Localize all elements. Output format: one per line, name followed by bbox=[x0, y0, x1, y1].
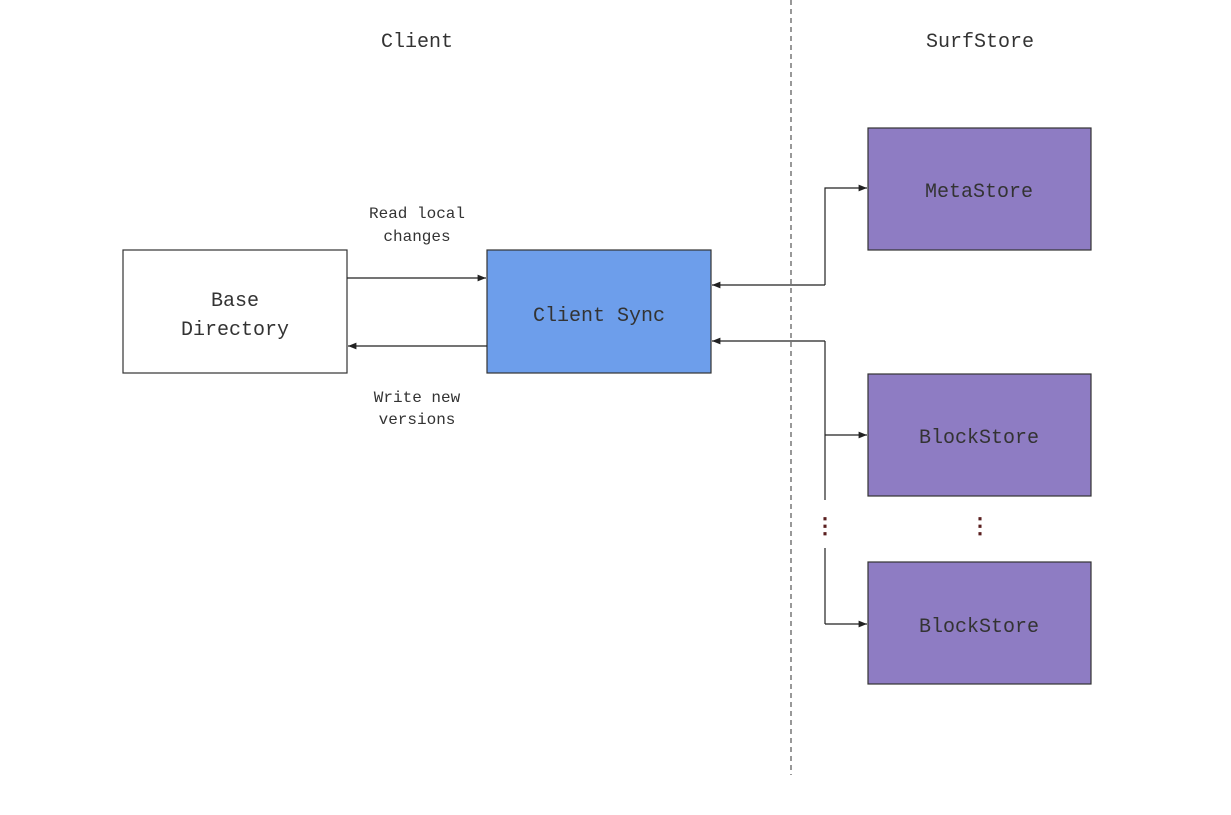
base-directory-node: Base Directory bbox=[122, 249, 348, 374]
client-section-label: Client bbox=[381, 31, 453, 54]
base-directory-label-line1: Base bbox=[211, 290, 259, 313]
blockstore-node: BlockStore bbox=[867, 373, 1092, 497]
connector-ellipsis: ⋮ bbox=[814, 515, 836, 540]
blockstore-node: BlockStore bbox=[867, 561, 1092, 685]
blockstore-ellipsis: ⋮ bbox=[969, 515, 991, 540]
metastore-node: MetaStore bbox=[867, 127, 1092, 251]
blockstore-label: BlockStore bbox=[919, 427, 1039, 450]
metastore-label: MetaStore bbox=[925, 181, 1033, 204]
client-sync-metastore-connector bbox=[824, 184, 867, 285]
write-new-versions-label-line2: versions bbox=[379, 411, 456, 429]
read-local-changes-label-line1: Read local bbox=[369, 205, 465, 223]
surfstore-section-label: SurfStore bbox=[926, 31, 1034, 54]
write-new-versions-label-line1: Write new bbox=[374, 389, 461, 407]
read-local-changes-label-line2: changes bbox=[383, 228, 450, 246]
client-sync-box bbox=[486, 249, 712, 374]
metastore-box bbox=[867, 127, 1092, 251]
blockstore-label: BlockStore bbox=[919, 616, 1039, 639]
blockstore-box bbox=[867, 561, 1092, 685]
blockstore-box bbox=[867, 373, 1092, 497]
client-sync-node: Client Sync bbox=[486, 249, 712, 374]
client-sync-label: Client Sync bbox=[533, 305, 665, 328]
base-directory-label-line2: Directory bbox=[181, 319, 289, 342]
base-directory-box bbox=[122, 249, 348, 374]
